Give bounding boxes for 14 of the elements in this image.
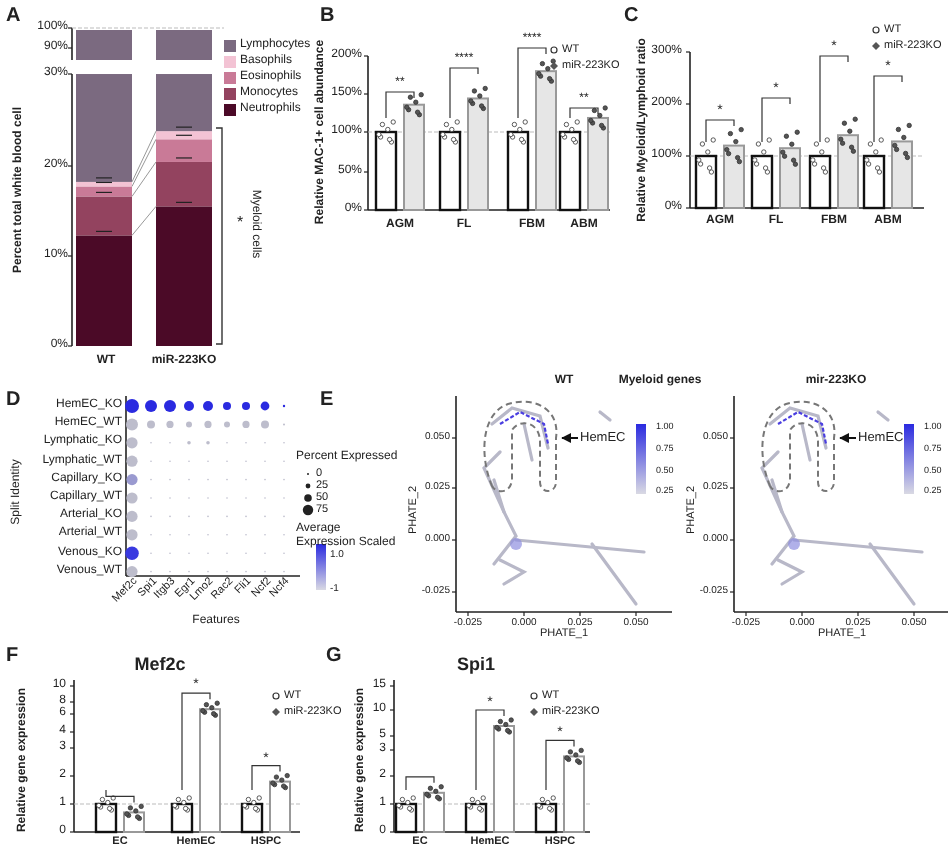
panel-letter: C (624, 5, 639, 27)
panel-letter: D (6, 389, 21, 411)
plot-title: Spi1 (457, 656, 495, 676)
arrow (839, 433, 857, 443)
plot-title: Mef2c (134, 656, 186, 676)
panel-letter: E (320, 389, 334, 411)
dashed-outline (758, 398, 838, 494)
panel-letter: A (6, 5, 21, 27)
panel-letter: G (326, 645, 342, 667)
arrow (561, 433, 579, 443)
panel-letter: B (320, 5, 335, 27)
panel-letter: F (6, 645, 19, 667)
dashed-outline (480, 398, 560, 494)
significance-mark: * (236, 215, 244, 233)
